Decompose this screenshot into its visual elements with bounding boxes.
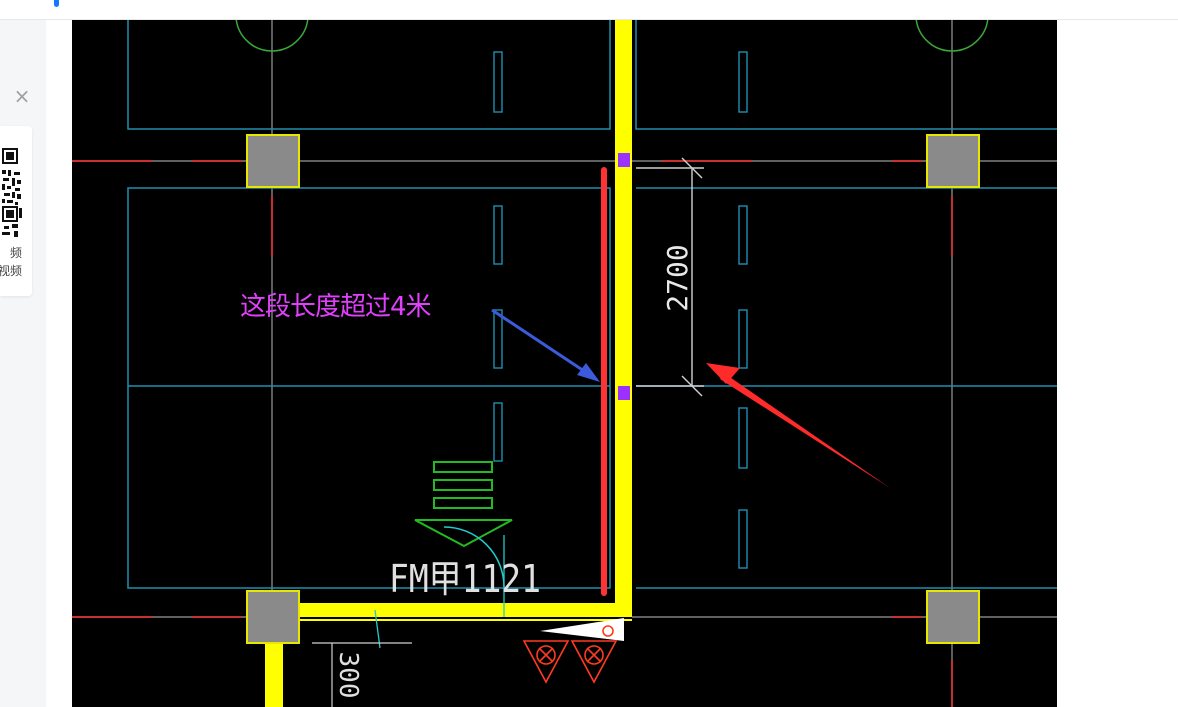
top-bar: [0, 0, 1178, 20]
close-icon[interactable]: ×: [13, 84, 31, 108]
door-label: FM甲1121: [389, 557, 541, 601]
qr-code-icon: [0, 146, 22, 237]
annotation-text: 这段长度超过4米: [240, 292, 432, 322]
columns: [246, 134, 980, 644]
cad-drawing-canvas[interactable]: 2700 FM甲1121 300: [72, 20, 1057, 707]
bottom-dimension: [312, 642, 412, 707]
cad-drawing: 2700 FM甲1121 300: [72, 20, 1057, 707]
top-accent-mark: [54, 0, 59, 7]
left-side-panel: ×: [0, 20, 46, 707]
beam-outlines: [127, 20, 1057, 589]
qr-label-bottom: 视频: [0, 264, 22, 278]
walls: [265, 20, 632, 707]
blue-arrow: [491, 308, 600, 382]
column-circles: [235, 20, 989, 52]
dimension-2700: [636, 157, 704, 397]
purple-markers: [618, 153, 630, 400]
door-swing-arc: [443, 526, 505, 588]
qr-label-top: 频: [9, 246, 22, 260]
red-axis-marks: [72, 160, 953, 707]
stair-symbol: [414, 461, 513, 548]
hydrant-symbols: [522, 618, 624, 684]
qr-code-card[interactable]: 频 视频: [0, 126, 32, 296]
red-arrow: [706, 363, 890, 488]
bottom-dimension-label: 300: [333, 652, 363, 699]
slab-slots: [493, 51, 748, 569]
dimension-label: 2700: [661, 244, 694, 311]
